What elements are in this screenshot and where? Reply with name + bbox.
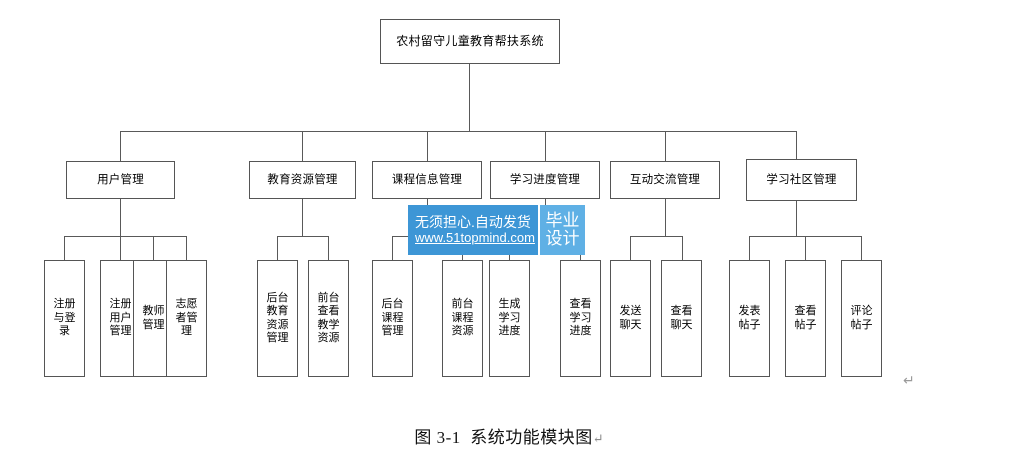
watermark-slogan: 无须担心.自动发货	[415, 214, 531, 231]
connector-group1-leaf1	[64, 236, 65, 260]
node-branch-community-management[interactable]: 学习社区管理	[746, 159, 857, 201]
watermark-overlay: 无须担心.自动发货 www.51topmind.com 毕业 设计	[408, 205, 585, 255]
node-leaf-label: 评论帖子	[850, 305, 873, 331]
caption-return-icon: ↵	[592, 431, 605, 446]
connector-group1-leaf2	[120, 236, 121, 260]
node-leaf-label: 教师管理	[142, 305, 165, 331]
connector-main-bus	[120, 131, 796, 132]
node-leaf-comment-post[interactable]: 评论帖子	[841, 260, 882, 377]
node-branch-course-info-management[interactable]: 课程信息管理	[372, 161, 482, 199]
node-leaf-volunteer-management[interactable]: 志愿者管理	[166, 260, 207, 377]
node-leaf-frontend-course-resource[interactable]: 前台课程资源	[442, 260, 483, 377]
node-leaf-backend-course-management[interactable]: 后台课程管理	[372, 260, 413, 377]
connector-group6-leaf3	[861, 236, 862, 260]
node-branch-label: 学习进度管理	[509, 173, 581, 186]
watermark-badge-line1: 毕业	[545, 210, 580, 230]
node-leaf-label: 注册用户管理	[109, 298, 132, 338]
connector-group6-leaf2	[805, 236, 806, 260]
connector-l2-drop-3	[427, 131, 428, 161]
connector-group1-leaf4	[186, 236, 187, 260]
figure-caption: 图 3-1 系统功能模块图↵	[0, 403, 1009, 448]
connector-group5-leaf2	[682, 236, 683, 260]
figure-caption-title: 系统功能模块图	[470, 428, 593, 447]
watermark-url[interactable]: www.51topmind.com	[415, 230, 535, 246]
connector-group2-bus	[277, 236, 328, 237]
figure-caption-spacer	[461, 428, 471, 447]
node-leaf-label: 查看帖子	[794, 305, 817, 331]
connector-l2-drop-4	[545, 131, 546, 161]
connector-group1-bus	[64, 236, 186, 237]
node-branch-education-resource-management[interactable]: 教育资源管理	[249, 161, 356, 199]
watermark-badge-line2: 设计	[545, 229, 580, 248]
node-branch-user-management[interactable]: 用户管理	[66, 161, 175, 199]
connector-group1-drop	[120, 199, 121, 236]
connector-root-drop	[469, 64, 470, 131]
node-branch-interaction-management[interactable]: 互动交流管理	[610, 161, 720, 199]
node-leaf-view-chat[interactable]: 查看聊天	[661, 260, 702, 377]
node-leaf-label: 后台课程管理	[381, 298, 404, 338]
connector-group2-drop	[302, 199, 303, 236]
node-leaf-publish-post[interactable]: 发表帖子	[729, 260, 770, 377]
node-root[interactable]: 农村留守儿童教育帮扶系统	[380, 19, 560, 64]
node-leaf-label: 志愿者管理	[175, 298, 198, 338]
connector-l2-drop-2	[302, 131, 303, 161]
node-leaf-label: 发送聊天	[619, 305, 642, 331]
node-branch-label: 学习社区管理	[766, 173, 837, 186]
connector-group6-drop	[796, 201, 797, 236]
figure-caption-number: 图 3-1	[414, 428, 461, 447]
node-leaf-generate-study-progress[interactable]: 生成学习进度	[489, 260, 530, 377]
node-leaf-view-post[interactable]: 查看帖子	[785, 260, 826, 377]
node-leaf-label: 前台查看教学资源	[317, 291, 340, 344]
node-branch-label: 用户管理	[97, 173, 144, 186]
connector-l2-drop-5	[665, 131, 666, 161]
watermark-badge: 毕业 设计	[538, 205, 585, 255]
node-leaf-label: 前台课程资源	[451, 298, 474, 338]
connector-l2-drop-6	[796, 131, 797, 161]
connector-group5-drop	[665, 199, 666, 236]
node-leaf-label: 生成学习进度	[498, 298, 521, 338]
node-leaf-send-chat[interactable]: 发送聊天	[610, 260, 651, 377]
node-root-label: 农村留守儿童教育帮扶系统	[396, 34, 544, 49]
connector-l2-drop-1	[120, 131, 121, 161]
node-leaf-view-study-progress[interactable]: 查看学习进度	[560, 260, 601, 377]
node-leaf-label: 发表帖子	[738, 305, 761, 331]
connector-group2-leaf2	[328, 236, 329, 260]
node-branch-label: 互动交流管理	[629, 173, 701, 186]
connector-group5-bus	[630, 236, 682, 237]
node-leaf-backend-education-resource[interactable]: 后台教育资源管理	[257, 260, 298, 377]
node-branch-label: 课程信息管理	[391, 173, 463, 186]
connector-group3-leaf1	[392, 236, 393, 260]
connector-group6-leaf1	[749, 236, 750, 260]
node-branch-label: 教育资源管理	[267, 173, 338, 186]
watermark-main-panel: 无须担心.自动发货 www.51topmind.com	[408, 205, 538, 255]
node-leaf-label: 后台教育资源管理	[266, 291, 289, 344]
node-leaf-frontend-view-teaching-resource[interactable]: 前台查看教学资源	[308, 260, 349, 377]
node-leaf-label: 查看聊天	[670, 305, 693, 331]
paragraph-return-icon: ↵	[903, 373, 915, 389]
connector-group5-leaf1	[630, 236, 631, 260]
connector-group2-leaf1	[277, 236, 278, 260]
node-leaf-label: 查看学习进度	[569, 298, 592, 338]
node-leaf-register-login[interactable]: 注册与登录	[44, 260, 85, 377]
node-leaf-label: 注册与登录	[53, 298, 76, 338]
connector-group1-leaf3	[153, 236, 154, 260]
node-branch-study-progress-management[interactable]: 学习进度管理	[490, 161, 600, 199]
